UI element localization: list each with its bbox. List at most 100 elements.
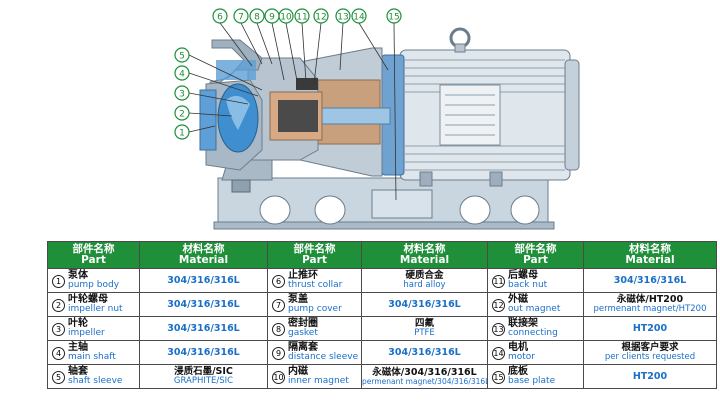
callout-13: 13	[335, 8, 351, 24]
part-name-en: base plate	[508, 376, 556, 387]
part-number-badge: 2	[52, 298, 65, 312]
material-name: HT200	[632, 322, 668, 334]
material-name-en: GRAPHITE/SIC	[173, 376, 234, 387]
material-name-cn: 永磁体/HT200	[616, 294, 684, 306]
material-cell: 304/316/316L	[139, 316, 268, 341]
material-name: 304/316/316L	[167, 298, 240, 310]
part-name-cn: 泵盖	[288, 293, 308, 305]
part-name-en: connecting	[508, 328, 558, 339]
callout-9: 9	[264, 8, 280, 24]
callout-12: 12	[313, 8, 329, 24]
part-name-en: gasket	[288, 328, 318, 339]
callout-7: 7	[233, 8, 249, 24]
part-number-badge: 4	[52, 346, 65, 360]
part-name-en: pump body	[68, 280, 120, 291]
svg-text:13: 13	[337, 13, 348, 23]
part-number-badge: 11	[492, 274, 505, 288]
material-name-en: per clients requested	[604, 352, 696, 363]
part-number-badge: 1	[52, 274, 65, 288]
part-name-cn: 叶轮	[68, 317, 88, 329]
callout-2: 2	[174, 105, 190, 121]
material-cell: 304/316/316L	[361, 292, 488, 317]
part-name-en: main shaft	[68, 352, 116, 363]
svg-text:7: 7	[238, 13, 244, 23]
material-name-cn: 四氟	[414, 318, 434, 330]
part-name-en: thrust collar	[288, 280, 343, 291]
svg-text:6: 6	[217, 13, 223, 23]
part-name-cn: 后螺母	[508, 269, 538, 281]
part-name-en: impeller nut	[68, 304, 123, 315]
callout-1: 1	[174, 124, 190, 140]
part-name-cn: 轴套	[68, 365, 88, 377]
part-name-cn: 密封圈	[288, 317, 318, 329]
part-number-badge: 8	[272, 322, 285, 336]
part-number-badge: 13	[492, 322, 505, 336]
part-name-en: inner magnet	[288, 376, 349, 387]
material-name-cn: 硬质合金	[405, 270, 444, 282]
callouts: 15 14 13 12 11 10 9 8 7 6 5 4 3 2 1	[174, 8, 402, 140]
svg-text:3: 3	[179, 90, 185, 100]
material-cell: 304/316/316L	[583, 268, 717, 293]
material-cell: HT200	[583, 316, 717, 341]
part-name-cn: 泵体	[68, 269, 88, 281]
svg-text:14: 14	[353, 13, 365, 23]
part-name-cn: 联接架	[508, 317, 538, 329]
svg-text:15: 15	[388, 13, 399, 23]
callout-4: 4	[174, 65, 190, 81]
svg-text:4: 4	[179, 70, 185, 80]
callout-5: 5	[174, 47, 190, 63]
pump-cross-section-diagram: 15 14 13 12 11 10 9 8 7 6 5 4 3 2 1	[174, 8, 580, 230]
material-name: 304/316/316L	[388, 298, 461, 310]
pump-cover-drawing	[247, 57, 323, 161]
part-name-en: back nut	[508, 280, 548, 291]
material-name: 304/316/316L	[613, 274, 687, 286]
material-name: HT200	[632, 370, 668, 382]
part-number-badge: 9	[272, 346, 285, 360]
svg-text:12: 12	[315, 13, 326, 23]
part-name-cn: 电机	[508, 341, 528, 353]
part-name-cn: 外磁	[508, 293, 528, 305]
callout-6: 6	[212, 8, 228, 24]
svg-text:11: 11	[296, 13, 307, 23]
callout-10: 10	[278, 8, 294, 24]
svg-text:8: 8	[254, 13, 260, 23]
material-cell: 304/316/316L	[139, 268, 268, 293]
part-name-en: distance sleeve	[288, 352, 359, 363]
part-name-cn: 内磁	[288, 365, 308, 377]
material-name: 304/316/316L	[167, 346, 240, 358]
material-name-en: permenant magnet/HT200	[593, 304, 707, 315]
material-name-cn: 根据客户要求	[621, 342, 679, 354]
part-name-cn: 底板	[508, 365, 528, 377]
callout-11: 11	[294, 8, 310, 24]
part-number-badge: 3	[52, 322, 65, 336]
part-number-badge: 12	[492, 298, 505, 312]
part-name-en: impeller	[68, 328, 105, 339]
part-name-cn: 隔离套	[288, 341, 318, 353]
part-name-cn: 主轴	[68, 341, 88, 353]
callout-3: 3	[174, 85, 190, 101]
callout-15: 15	[386, 8, 402, 24]
material-cell: HT200	[583, 364, 717, 389]
